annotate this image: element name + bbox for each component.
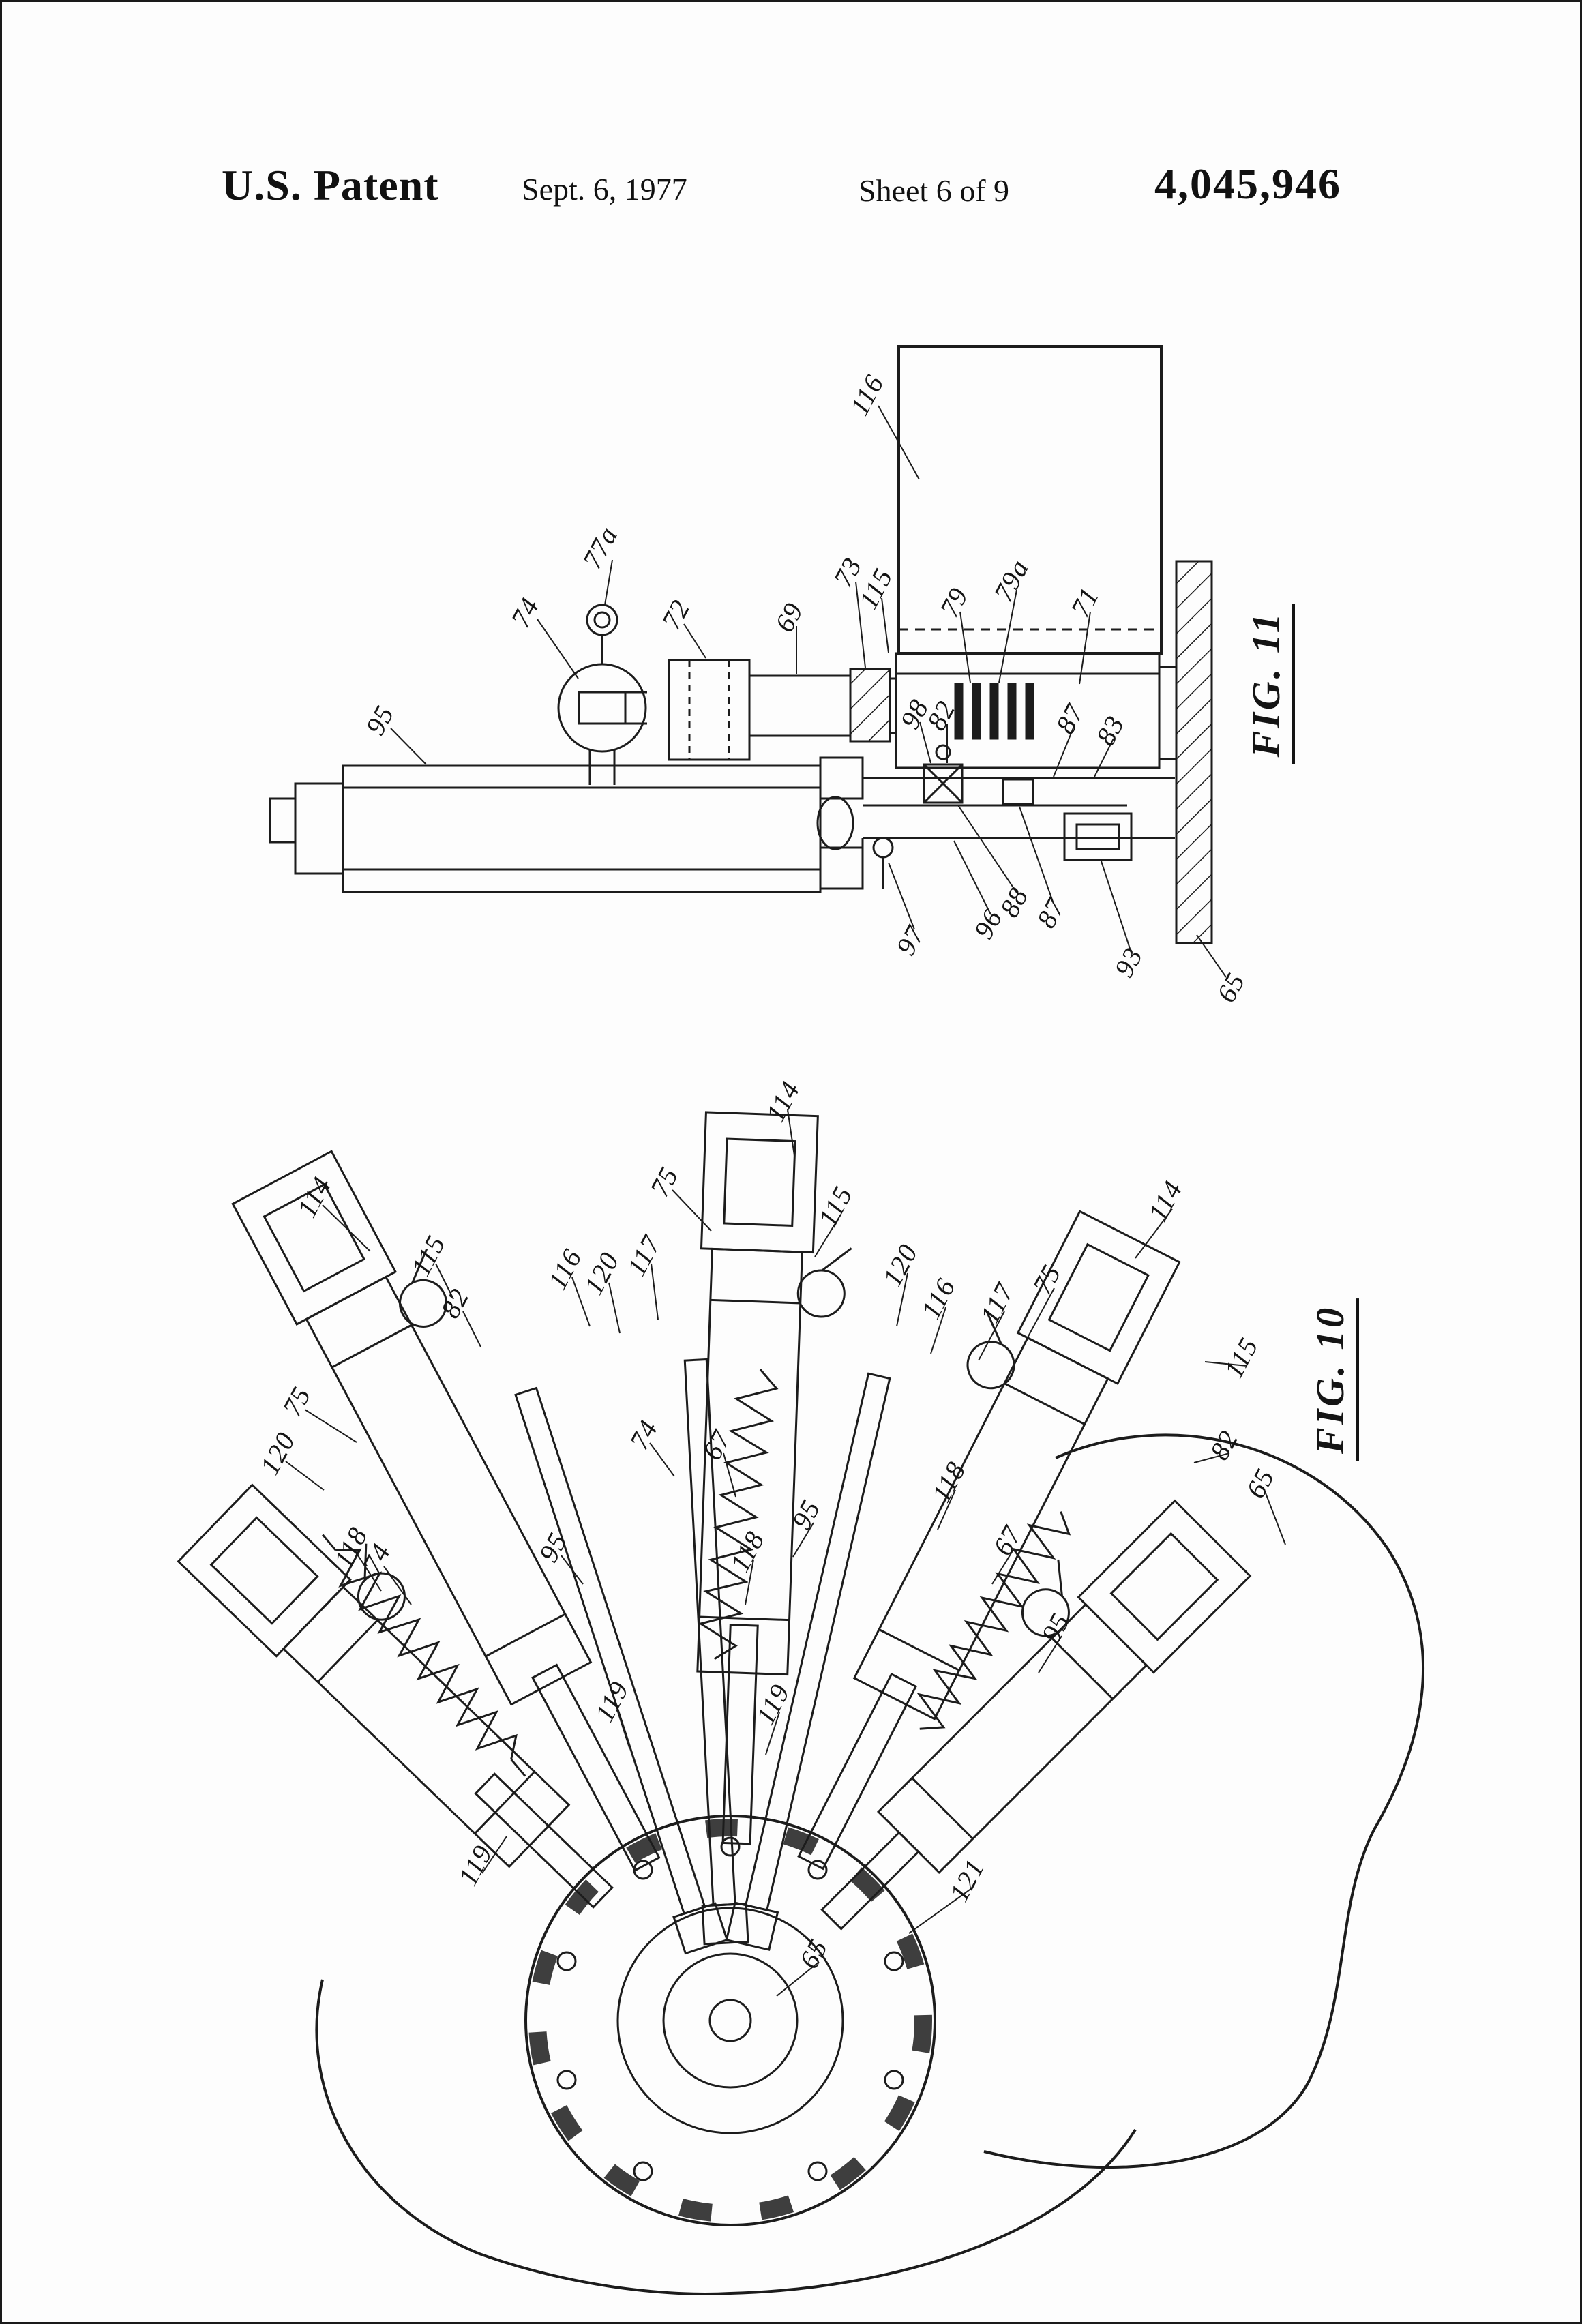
- push-rod-119-right: [725, 1372, 891, 1951]
- reservoir-116: [897, 345, 1163, 655]
- push-rod-119-left: [514, 1386, 729, 1955]
- fig10-drawing: [177, 1109, 1425, 2295]
- injector-arm-center: [696, 1111, 852, 1845]
- injector-arm-far-left: [177, 1483, 614, 1909]
- patent-date: Sept. 6, 1977: [522, 172, 687, 207]
- push-rod-119-center: [683, 1358, 749, 1946]
- body-outline-right: [983, 1433, 1425, 2169]
- ball-clamp-74: [557, 604, 647, 753]
- fig11-leader-lines: [390, 405, 1227, 978]
- fig11-drawing: [269, 345, 1227, 978]
- patent-number: 4,045,946: [1154, 160, 1341, 208]
- spring-118-right: [916, 1511, 1071, 1730]
- spring-118-left: [322, 1534, 526, 1777]
- cylinder-95: [269, 756, 864, 893]
- injector-arm-far-right: [820, 1499, 1252, 1931]
- injector-arm-left: [231, 1150, 661, 1872]
- shaft-assembly: [588, 659, 896, 785]
- fig10-leader-lines: [285, 1109, 1286, 1997]
- spring-118-center: [698, 1369, 779, 1660]
- body-outline-bottom: [315, 1979, 1137, 2295]
- patent-title: U.S. Patent: [222, 161, 439, 209]
- mounting-wall-65: [1159, 560, 1213, 944]
- manifold-71: [895, 652, 1161, 769]
- sheet-counter: Sheet 6 of 9: [859, 173, 1010, 208]
- lower-bracket: [861, 744, 1175, 889]
- crank-hub: [524, 1815, 936, 2226]
- injector-arm-right: [797, 1210, 1181, 1871]
